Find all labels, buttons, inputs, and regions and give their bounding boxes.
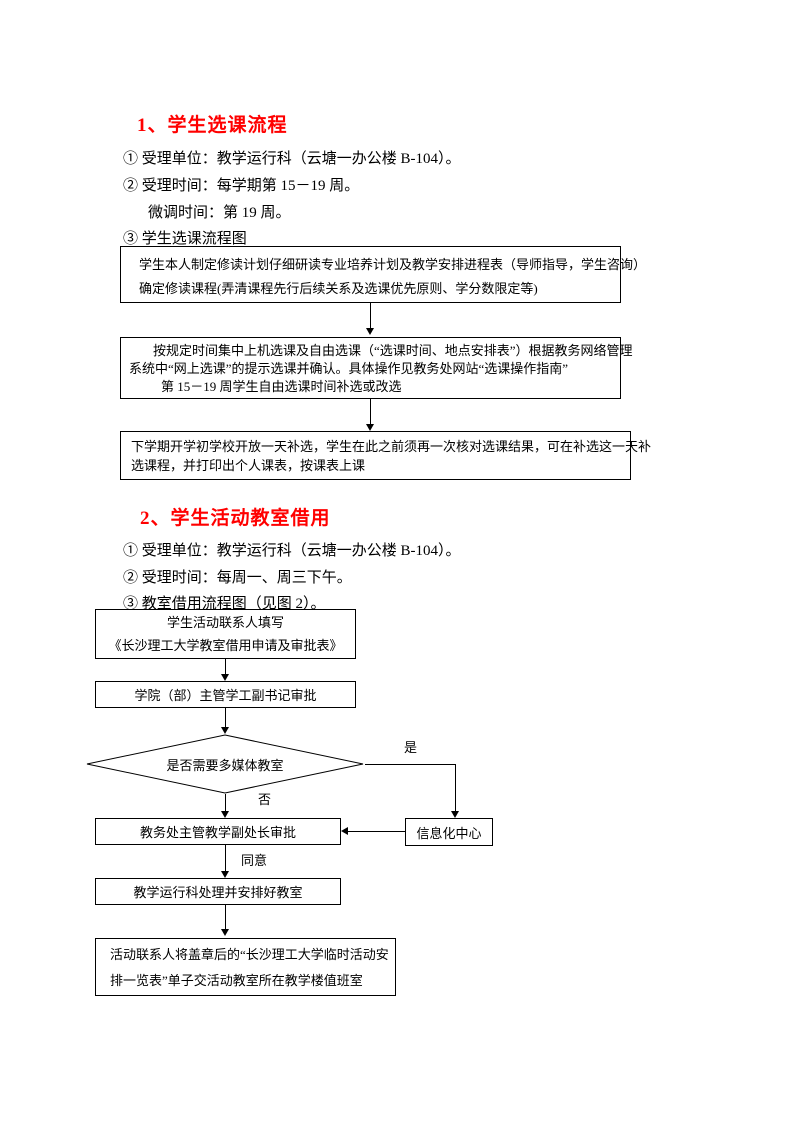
flow1-box-select-course-line2: 系统中“网上选课”的提示选课并确认。具体操作见教务处网站“选课操作指南” <box>129 361 569 376</box>
flow2-box-arrange-room-text: 教学运行科处理并安排好教室 <box>133 885 303 900</box>
section1-title: 1、学生选课流程 <box>137 115 288 136</box>
flow2-arrow-down-icon-5 <box>221 929 229 936</box>
flow2-agree-label: 同意 <box>241 853 268 868</box>
diamond-shape-icon <box>86 734 364 794</box>
flow2-no-label: 否 <box>258 792 272 807</box>
section1-item-adjust-time: 微调时间：第 19 周。 <box>148 205 291 221</box>
flow1-box-select-course-line3: 第 15－19 周学生自由选课时间补选或改选 <box>161 379 402 394</box>
section2-title: 2、学生活动教室借用 <box>140 508 331 529</box>
flow1-connector-2 <box>370 399 371 425</box>
flow2-yes-connector-h <box>365 764 456 765</box>
flow2-arrow-down-icon-yes <box>451 811 459 818</box>
flow2-connector-4 <box>225 845 226 872</box>
flow2-arrow-down-icon-1 <box>221 674 229 681</box>
flow2-arrow-down-icon-2 <box>221 727 229 734</box>
flow2-box-fill-form-line1: 学生活动联系人填写 <box>166 615 284 630</box>
flow2-arrow-left-icon <box>341 827 348 835</box>
flow2-info-connector-h <box>348 831 405 832</box>
flow2-connector-1 <box>225 659 226 675</box>
flow2-box-dean-approval-text: 教务处主管教学副处长审批 <box>139 825 296 840</box>
flow2-box-college-approval: 学院（部）主管学工副书记审批 <box>95 681 356 708</box>
flow1-box-select-course: 按规定时间集中上机选课及自由选课（“选课时间、地点安排表”）根据教务网络管理 系… <box>120 337 633 399</box>
flow1-box-makeup-selection: 下学期开学初学校开放一天补选，学生在此之前须再一次核对选课结果，可在补选这一天补… <box>120 431 652 480</box>
flow2-box-deliver-schedule: 活动联系人将盖章后的“长沙理工大学临时活动安 排一览表”单子交活动教室所在教学楼… <box>95 938 396 996</box>
section2-item-flowchart: ③ 教室借用流程图（见图 2）。 <box>123 596 326 612</box>
flow2-connector-5 <box>225 905 226 930</box>
flow1-box-make-plan-line2: 确定修读课程(弄清课程先行后续关系及选课优先原则、学分数限定等) <box>139 281 538 296</box>
flow1-arrow-down-icon-1 <box>366 328 374 335</box>
flow1-arrow-down-icon-2 <box>366 424 374 431</box>
section2-item-time: ② 受理时间：每周一、周三下午。 <box>123 570 352 586</box>
flow2-box-college-approval-text: 学院（部）主管学工副书记审批 <box>134 688 317 703</box>
flow2-box-deliver-schedule-line1: 活动联系人将盖章后的“长沙理工大学临时活动安 <box>110 947 389 962</box>
flow2-box-info-center: 信息化中心 <box>405 818 493 846</box>
flow2-yes-label: 是 <box>404 740 418 755</box>
flow2-box-fill-form-line2: 《长沙理工大学教室借用申请及审批表》 <box>108 638 343 653</box>
flow2-yes-connector-v <box>455 764 456 812</box>
flow2-box-deliver-schedule-line2: 排一览表”单子交活动教室所在教学楼值班室 <box>110 973 363 988</box>
flow2-decision-multimedia-text: 是否需要多媒体教室 <box>166 757 284 773</box>
flow2-connector-3 <box>225 794 226 812</box>
flow1-box-makeup-selection-line1: 下学期开学初学校开放一天补选，学生在此之前须再一次核对选课结果，可在补选这一天补 <box>131 439 652 454</box>
flow2-box-info-center-text: 信息化中心 <box>416 825 482 841</box>
section1-item-unit: ① 受理单位：教学运行科（云塘一办公楼 B-104）。 <box>123 151 461 167</box>
flow1-box-select-course-line1: 按规定时间集中上机选课及自由选课（“选课时间、地点安排表”）根据教务网络管理 <box>153 343 633 358</box>
flow2-box-dean-approval: 教务处主管教学副处长审批 <box>95 818 341 845</box>
flow1-box-make-plan: 学生本人制定修读计划仔细研读专业培养计划及教学安排进程表（导师指导，学生咨询） … <box>120 246 647 303</box>
flow2-decision-multimedia: 是否需要多媒体教室 <box>85 734 365 794</box>
section2-item-unit: ① 受理单位：教学运行科（云塘一办公楼 B-104）。 <box>123 543 461 559</box>
flow1-box-make-plan-line1: 学生本人制定修读计划仔细研读专业培养计划及教学安排进程表（导师指导，学生咨询） <box>139 257 647 272</box>
flow2-box-fill-form: 学生活动联系人填写 《长沙理工大学教室借用申请及审批表》 <box>95 609 356 659</box>
flow1-connector-1 <box>370 303 371 329</box>
flow2-box-arrange-room: 教学运行科处理并安排好教室 <box>95 878 341 905</box>
flow2-arrow-down-icon-4 <box>221 871 229 878</box>
flow2-arrow-down-icon-3 <box>221 811 229 818</box>
flow2-connector-2 <box>225 708 226 728</box>
section1-item-flowchart: ③ 学生选课流程图 <box>123 231 247 247</box>
section1-item-time: ② 受理时间：每学期第 15－19 周。 <box>123 178 360 194</box>
flow1-box-makeup-selection-line2: 选课程，并打印出个人课表，按课表上课 <box>131 458 366 473</box>
